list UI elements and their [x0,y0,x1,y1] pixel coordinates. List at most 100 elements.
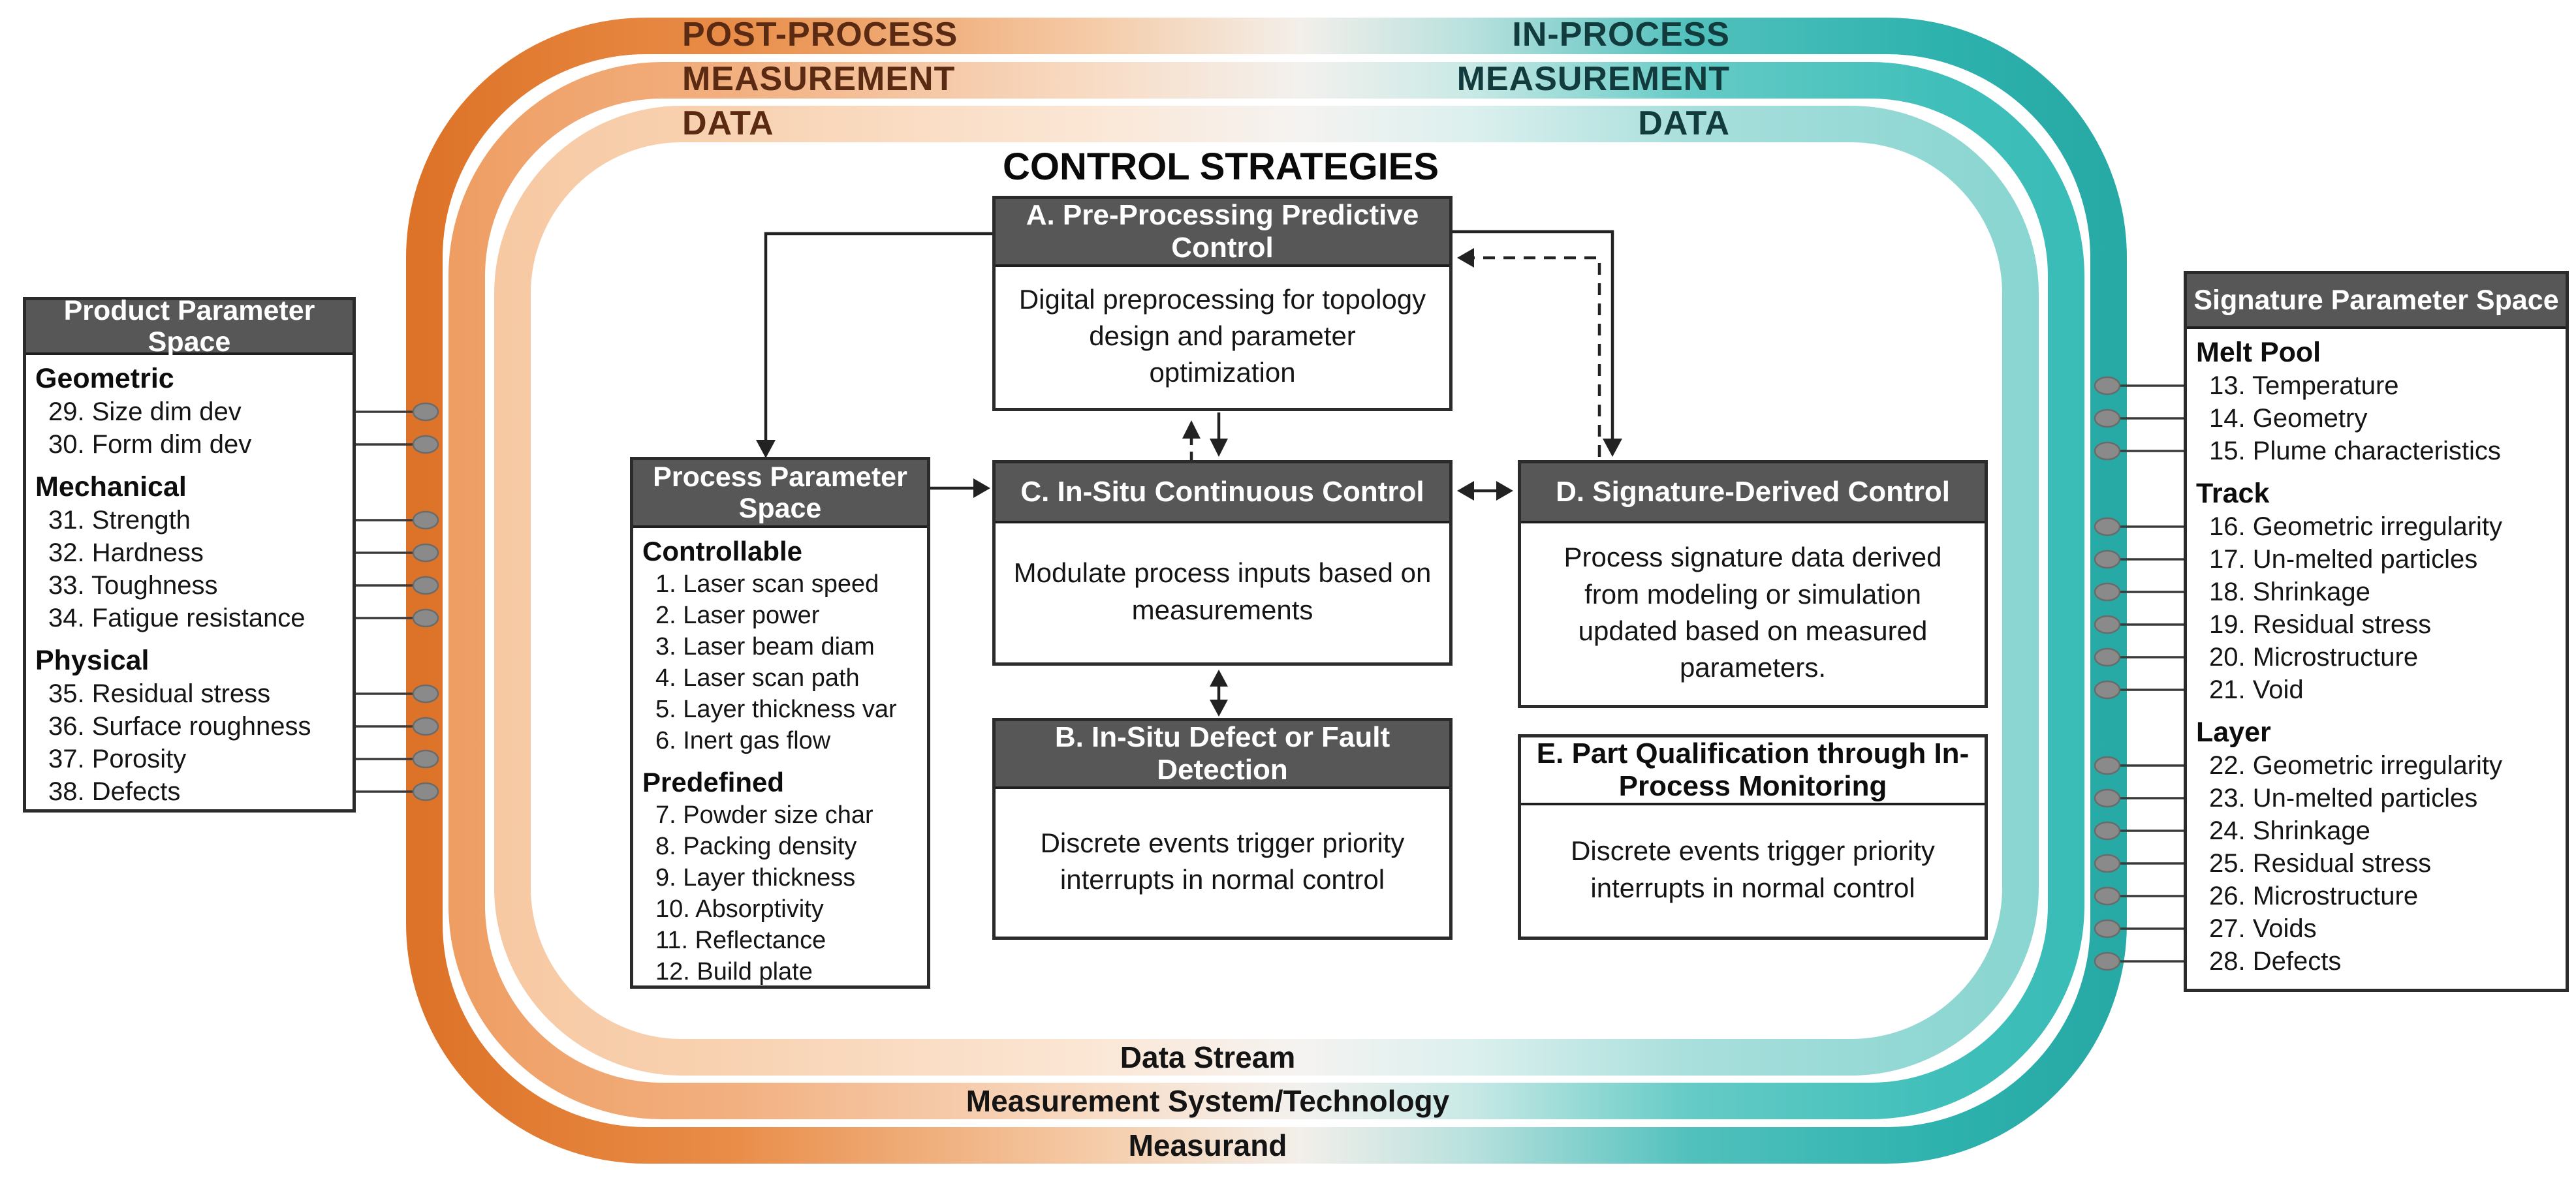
group-title: Physical [35,645,149,676]
parameter-item: 9. Layer thickness [655,864,856,891]
data-stream-label: Data Stream [1120,1040,1296,1074]
connector-dot [2094,756,2121,775]
connector-dot [2094,821,2121,841]
strategy-d-box: D. Signature-Derived Control Process sig… [1518,460,1988,708]
connector-dot [412,576,439,595]
arrow-a-to-d [1453,230,1614,445]
parameter-item: 23. Un-melted particles [2209,784,2478,813]
parameter-item: 33. Toughness [48,571,218,600]
parameter-group: Controllable 1. Laser scan speed 2. Laser … [633,535,927,756]
signature-parameter-space-header: Signature Parameter Space [2187,274,2566,329]
connector-dot [2094,647,2121,667]
post-process-measurement-band-label: MEASUREMENT [682,60,956,98]
product-parameter-list: Geometric 29. Size dim dev 30. Form dim de… [26,355,353,808]
connector-dot [412,684,439,704]
parameter-item: 10. Absorptivity [655,895,824,923]
in-process-measurement-band-label: MEASUREMENT [1456,60,1730,98]
measurand-label: Measurand [1128,1128,1287,1162]
connector-dot [2094,886,2121,906]
connector-dot [2094,788,2121,808]
parameter-item: 31. Strength [48,506,191,535]
parameter-item: 5. Layer thickness var [655,696,897,723]
parameter-item: 3. Laser beam diam [655,633,875,660]
arrow-d-to-a-dashed [1468,256,1601,457]
strategy-a-box: A. Pre-Processing Predictive Control Dig… [992,196,1453,411]
strategy-c-box: C. In-Situ Continuous Control Modulate p… [992,460,1453,666]
parameter-item: 4. Laser scan path [655,664,860,692]
process-parameter-space-header: Process Parameter Space [633,460,927,528]
parameter-item: 8. Packing density [655,833,857,860]
process-parameter-list: Controllable 1. Laser scan speed 2. Laser … [633,528,927,987]
parameter-item: 24. Shrinkage [2209,816,2370,845]
parameter-item: 35. Residual stress [48,679,271,708]
group-title: Controllable [642,536,803,566]
connector-dot [2094,854,2121,873]
strategy-a-body: Digital preprocessing for topology desig… [1018,283,1426,388]
parameter-item: 26. Microstructure [2209,882,2419,910]
strategy-d-body: Process signature data derived from mode… [1563,542,1942,683]
connector-dot [2094,919,2121,938]
measurement-system-label: Measurement System/Technology [966,1084,1450,1118]
group-title: Geometric [35,363,174,394]
strategy-c-body: Modulate process inputs based on measure… [1013,557,1432,625]
connector-dot [412,717,439,736]
parameter-item: 30. Form dim dev [48,430,252,459]
parameter-group: Geometric 29. Size dim dev 30. Form dim de… [26,362,353,461]
product-parameter-space-header: Product Parameter Space [26,295,353,358]
parameter-item: 21. Void [2209,675,2304,704]
connector-dot [2094,582,2121,602]
strategy-b-header: B. In-Situ Defect or Fault Detection [996,721,1449,789]
strategy-e-body: Discrete events trigger priority interru… [1571,835,1935,903]
group-title: Track [2196,478,2270,509]
parameter-item: 34. Fatigue resistance [48,604,306,632]
in-process-data-band-label: DATA [1638,104,1730,142]
band-data-stream-ring [494,106,2039,1076]
parameter-item: 12. Build plate [655,958,813,985]
parameter-item: 1. Laser scan speed [655,570,879,598]
strategy-c-header: C. In-Situ Continuous Control [996,463,1449,523]
strategy-b-body: Discrete events trigger priority interru… [1040,827,1405,895]
connector-dot [2094,615,2121,634]
arrowheads [756,248,1622,717]
connector-dot [412,510,439,530]
connector-dot [412,435,439,454]
connector-dot [412,782,439,801]
parameter-item: 27. Voids [2209,914,2317,943]
parameter-item: 14. Geometry [2209,404,2368,433]
parameter-item: 17. Un-melted particles [2209,545,2478,574]
process-parameter-space-box: Process Parameter Space Controllable 1. L… [630,457,930,989]
band-measurement-system-ring [448,62,2084,1119]
group-title: Layer [2196,717,2271,748]
connector-dot [412,608,439,628]
group-title: Predefined [642,767,785,798]
parameter-item: 19. Residual stress [2209,610,2432,639]
connector-dot [2094,376,2121,395]
strategy-a-header: A. Pre-Processing Predictive Control [996,199,1449,267]
strategy-e-header: E. Part Qualification through In-Process… [1521,737,1985,805]
connector-dot [2094,680,2121,700]
parameter-item: 11. Reflectance [655,927,826,954]
parameter-item: 36. Surface roughness [48,712,311,741]
strategy-d-header: D. Signature-Derived Control [1521,463,1985,523]
connector-dot [2094,952,2121,971]
parameter-item: 16. Geometric irregularity [2209,512,2503,541]
parameter-item: 15. Plume characteristics [2209,437,2501,465]
parameter-item: 2. Laser power [655,602,820,629]
parameter-item: 28. Defects [2209,947,2342,976]
in-process-band-label: IN-PROCESS [1512,16,1730,54]
parameter-connectors [356,376,2184,971]
post-process-data-band-label: DATA [682,104,774,142]
connector-dot [2094,550,2121,569]
connector-dot [2094,409,2121,428]
product-parameter-space-box: Product Parameter Space Geometric 29. Siz… [23,295,356,813]
connector-dot [2094,517,2121,536]
parameter-item: 29. Size dim dev [48,397,242,426]
parameter-item: 20. Microstructure [2209,643,2419,672]
